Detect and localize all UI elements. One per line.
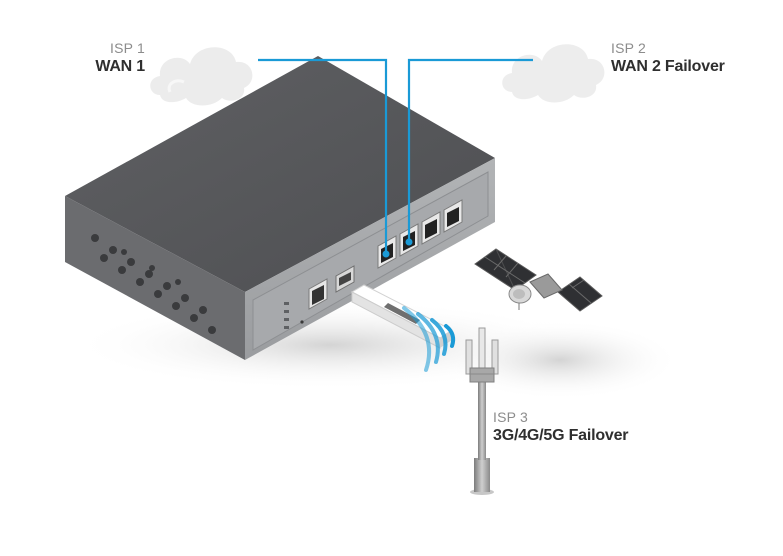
- router-vents: [91, 234, 216, 334]
- usb-port-icon: [335, 265, 355, 293]
- ethernet-port-console: [308, 278, 328, 310]
- ethernet-port-lan2: [443, 199, 463, 233]
- cloud-icon-isp2: [502, 44, 605, 103]
- isp2-label: ISP 2 WAN 2 Failover: [611, 40, 725, 76]
- isp2-connection: WAN 2 Failover: [611, 58, 725, 75]
- satellite-shadow: [440, 320, 680, 400]
- satellite-icon: [474, 248, 603, 312]
- reset-button-icon: [300, 320, 304, 324]
- cell-tower-icon: [465, 327, 499, 495]
- isp1-label: ISP 1 WAN 1: [85, 40, 145, 76]
- isp3-connection: 3G/4G/5G Failover: [493, 427, 629, 444]
- cable-wan1: [258, 58, 388, 254]
- wifi-signal-icon: [402, 306, 456, 372]
- isp1-name: ISP 1: [110, 40, 145, 56]
- router-icon: [65, 56, 495, 360]
- ethernet-port-lan1: [421, 211, 441, 245]
- router-leds: [284, 302, 289, 329]
- isp2-name: ISP 2: [611, 40, 646, 56]
- cloud-icon-isp1: [150, 47, 253, 106]
- isp3-label: ISP 3 3G/4G/5G Failover: [493, 409, 629, 445]
- router-left-face: [65, 196, 245, 360]
- isp3-name: ISP 3: [493, 409, 528, 425]
- isp1-connection: WAN 1: [95, 58, 145, 75]
- router-top: [65, 56, 495, 292]
- cable-wan2: [407, 58, 533, 242]
